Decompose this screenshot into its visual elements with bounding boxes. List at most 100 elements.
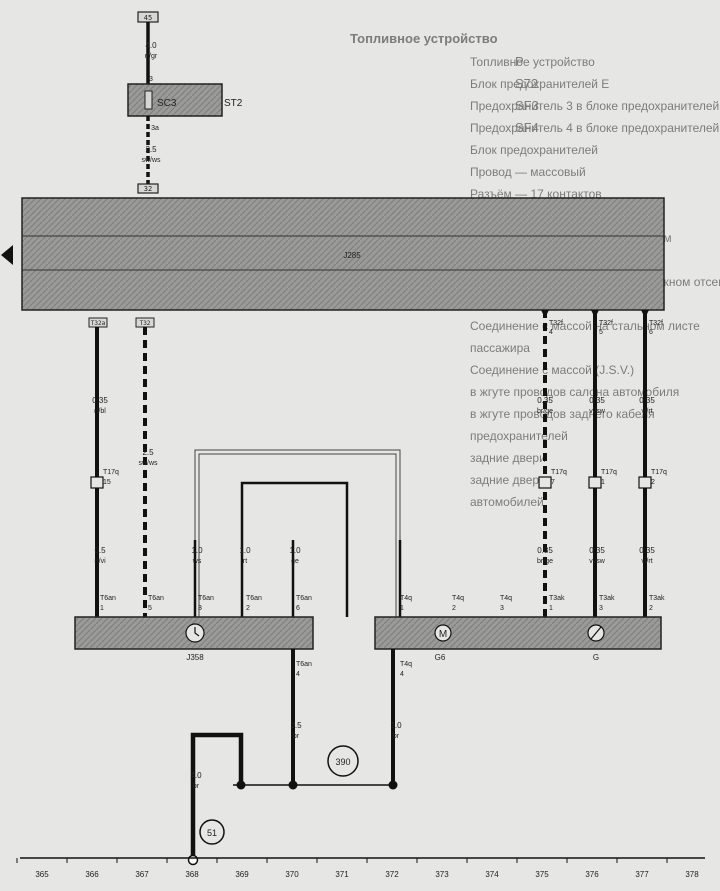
g-pin-3-name: T4q bbox=[500, 595, 512, 602]
upper-wire-3-color: br/ge bbox=[537, 408, 553, 415]
j358-pin-4-num: 2 bbox=[246, 605, 250, 612]
ground-point-51-label: 51 bbox=[207, 828, 217, 838]
scale-label: 375 bbox=[535, 870, 549, 879]
fuse-label: SC3 bbox=[157, 98, 177, 109]
top-connector-label: 45 bbox=[144, 14, 152, 22]
continuation-arrow-icon bbox=[1, 245, 13, 265]
ground-point-51 bbox=[199, 819, 225, 845]
upper-wire-4-color: vi/sw bbox=[589, 408, 606, 415]
scale-label: 365 bbox=[35, 870, 49, 879]
g-pin-2-name: T4q bbox=[452, 595, 464, 602]
j358-pin-4-name: T6an bbox=[246, 595, 262, 602]
t17q-1-pin: 15 bbox=[103, 479, 111, 486]
legend-row-text: автомобилей bbox=[470, 495, 544, 509]
g-pin-1-name: T4q bbox=[400, 595, 412, 602]
ground-node-2 bbox=[288, 780, 298, 790]
j285-right-connector-1-name: T32f bbox=[549, 320, 563, 327]
legend-row-code: SF4 bbox=[515, 120, 539, 135]
top-fuse-assembly: 45 4.0 rt/gr 3 SC3 ST2 3a 2.5 sw/ws 32 bbox=[127, 11, 243, 194]
g-pin-6-name: T3ak bbox=[649, 595, 665, 602]
lower-wire-7-color: vi/rt bbox=[641, 558, 652, 565]
t17q-3-name: T17q bbox=[601, 469, 617, 476]
t17q-4-pin: 2 bbox=[651, 479, 655, 486]
lower-wire-3-gauge: 1.0 bbox=[239, 546, 251, 555]
arrow-376-icon bbox=[591, 310, 599, 318]
upper-wire-3-gauge: 0.35 bbox=[537, 396, 553, 405]
ground-node-1 bbox=[236, 780, 246, 790]
t17q-3-pin: 1 bbox=[601, 479, 605, 486]
ground-j-color: br bbox=[293, 733, 300, 740]
legend-row-text: в жгуте проводов заднего кабеля bbox=[470, 407, 655, 421]
upper-wire-1-gauge: 0.35 bbox=[92, 396, 108, 405]
g-pin-4-name: T3ak bbox=[549, 595, 565, 602]
scale-label: 370 bbox=[285, 870, 299, 879]
j285-label: J285 bbox=[343, 251, 361, 260]
fuse-out-gauge: 2.5 bbox=[145, 145, 157, 154]
upper-wire-2-color: sw/ws bbox=[138, 460, 158, 467]
lower-wire-7-gauge: 0.35 bbox=[639, 546, 655, 555]
j358-pin-2-name: T6an bbox=[148, 595, 164, 602]
ground-circuit: 2.5 br 1.0 br 4.0 br 390 51 bbox=[187, 649, 402, 866]
bottom-connector-box bbox=[137, 183, 159, 194]
module-j358: J358 T6an 1 T6an 5 T6an 3 T6an 2 T6an 6 … bbox=[74, 595, 314, 678]
scale-label: 372 bbox=[385, 870, 399, 879]
g-bottom-pin-name: T4q bbox=[400, 661, 412, 668]
legend-row-text: Предохранитель 4 в блоке предохранителей bbox=[470, 121, 719, 135]
j358-label: J358 bbox=[186, 653, 204, 662]
fuse-in-pin: 3 bbox=[149, 76, 153, 83]
main-wires bbox=[95, 310, 649, 617]
g-pin-5-num: 3 bbox=[599, 605, 603, 612]
t17q-2-name: T17q bbox=[551, 469, 567, 476]
arrow-375-icon bbox=[541, 310, 549, 318]
g-body bbox=[374, 616, 662, 650]
j358-pin-5-num: 6 bbox=[296, 605, 300, 612]
g-label: G bbox=[593, 653, 599, 662]
j285-right-connector-1-pin: 4 bbox=[549, 329, 553, 336]
lower-wire-labels: 0.5 rt/vi 1.0 ws 1.0 rt 1.0 ge 0.35 br/g… bbox=[94, 546, 655, 565]
scale-label: 367 bbox=[135, 870, 149, 879]
g-pin-1-num: 1 bbox=[400, 605, 404, 612]
ground-g-color: br bbox=[393, 733, 400, 740]
ground-node-3 bbox=[388, 780, 398, 790]
fuse-block-label: ST2 bbox=[224, 98, 243, 109]
j358-pin-5-name: T6an bbox=[296, 595, 312, 602]
scale-label: 373 bbox=[435, 870, 449, 879]
j358-pin-1-num: 1 bbox=[100, 605, 104, 612]
legend-row-text: пассажира bbox=[470, 341, 530, 355]
t17q-1-name: T17q bbox=[103, 469, 119, 476]
shield-inner bbox=[198, 453, 397, 617]
legend-row-text: в жгуте проводов салона автомобиля bbox=[470, 385, 679, 399]
upper-wire-5-color: vi/rt bbox=[641, 408, 652, 415]
ground-g-gauge: 1.0 bbox=[390, 721, 402, 730]
scale-label: 377 bbox=[635, 870, 649, 879]
wire-loop-rt bbox=[240, 481, 349, 617]
g-pin-4-num: 1 bbox=[549, 605, 553, 612]
j285-left-connector-1-label: T32a bbox=[91, 320, 106, 327]
legend-row-text: Соединение с массой (J.S.V.) bbox=[470, 363, 634, 377]
j358-pin-3-num: 3 bbox=[198, 605, 202, 612]
g6-label: G6 bbox=[435, 653, 446, 662]
scale-label: 369 bbox=[235, 870, 249, 879]
lower-wire-6-gauge: 0.35 bbox=[589, 546, 605, 555]
t17q-box-4 bbox=[638, 476, 652, 489]
upper-wire-4-gauge: 0.35 bbox=[589, 396, 605, 405]
upper-wire-1-color: rt/bl bbox=[94, 408, 106, 415]
legend-row-code: Р bbox=[515, 54, 524, 69]
j285-right-connector-3-pin: 6 bbox=[649, 329, 653, 336]
lower-wire-4-color: ge bbox=[291, 558, 299, 565]
legend-row-text: задние двери bbox=[470, 451, 546, 465]
fuse-out-pin: 3a bbox=[151, 125, 159, 132]
fuse-element bbox=[144, 90, 153, 110]
fuel-pump-icon bbox=[434, 624, 452, 642]
t17q-box-3 bbox=[588, 476, 602, 489]
j285-right-connector-2-name: T32f bbox=[599, 320, 613, 327]
ground-main-color: br bbox=[193, 783, 200, 790]
j358-bottom-pin-num: 4 bbox=[296, 671, 300, 678]
lower-wire-6-color: vi/sw bbox=[589, 558, 606, 565]
legend-row-text: Блок предохранителей Е bbox=[470, 77, 609, 91]
lower-wire-2-gauge: 1.0 bbox=[191, 546, 203, 555]
g-pin-3-num: 3 bbox=[500, 605, 504, 612]
legend-row-text: Провод — массовый bbox=[470, 165, 586, 179]
